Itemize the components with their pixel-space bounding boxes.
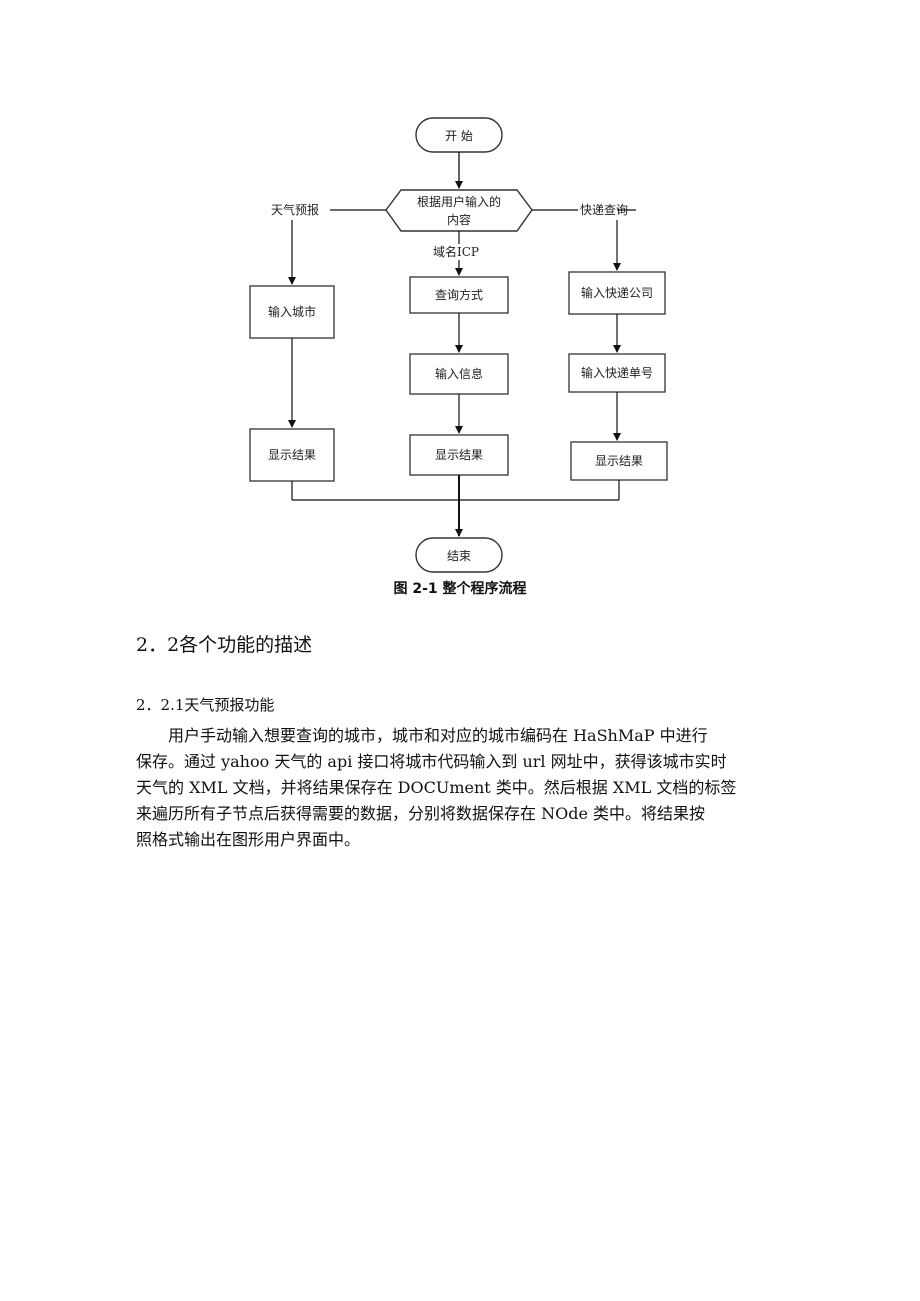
weather-result-label: 显示结果 xyxy=(268,448,316,462)
input-company-label: 输入快递公司 xyxy=(581,285,653,300)
input-info-label: 输入信息 xyxy=(435,366,483,381)
start-node: 开 始 xyxy=(415,117,503,153)
icp-result-label: 显示结果 xyxy=(435,448,483,462)
end-label: 结束 xyxy=(447,549,471,563)
decision-label-line2: 内容 xyxy=(447,212,471,227)
subsection-heading: 2．2.1天气预报功能 xyxy=(136,696,275,714)
branch-label-icp: 域名ICP xyxy=(433,244,479,259)
program-flowchart: 开 始 根据用户输入的 内容 天气预报 快递查询 域名ICP 输入城市 显示结果… xyxy=(249,117,668,573)
paragraph-line: 用户手动输入想要查询的城市，城市和对应的城市编码在 HaShMaP 中进行 xyxy=(168,726,708,745)
input-city-label: 输入城市 xyxy=(268,304,316,319)
query-method-label: 查询方式 xyxy=(435,287,483,302)
figure-caption: 图 2-1 整个程序流程 xyxy=(393,581,527,597)
body-paragraph: 用户手动输入想要查询的城市，城市和对应的城市编码在 HaShMaP 中进行 保存… xyxy=(136,723,786,853)
input-number-label: 输入快递单号 xyxy=(581,365,653,380)
node-weather-result: 显示结果 xyxy=(249,428,335,482)
branch-label-express: 快递查询 xyxy=(580,203,628,217)
decision-label-line1: 根据用户输入的 xyxy=(417,194,501,209)
node-query-method: 查询方式 xyxy=(409,276,509,314)
express-result-label: 显示结果 xyxy=(595,454,643,468)
paragraph-line: 照格式输出在图形用户界面中。 xyxy=(136,830,361,849)
node-icp-result: 显示结果 xyxy=(409,434,509,476)
node-input-company: 输入快递公司 xyxy=(568,271,666,315)
start-label: 开 始 xyxy=(445,129,473,143)
node-input-city: 输入城市 xyxy=(249,285,335,339)
paragraph-line: 来遍历所有子节点后获得需要的数据，分别将数据保存在 NOde 类中。将结果按 xyxy=(136,804,706,823)
end-node: 结束 xyxy=(415,537,503,573)
branch-label-weather: 天气预报 xyxy=(271,202,319,217)
paragraph-line: 天气的 XML 文档，并将结果保存在 DOCUment 类中。然后根据 XML … xyxy=(136,778,737,797)
node-express-result: 显示结果 xyxy=(570,441,668,481)
decision-node: 根据用户输入的 内容 xyxy=(385,189,533,232)
section-heading: 2．2各个功能的描述 xyxy=(136,634,313,656)
node-input-number: 输入快递单号 xyxy=(568,353,666,393)
node-input-info: 输入信息 xyxy=(409,353,509,395)
paragraph-line: 保存。通过 yahoo 天气的 api 接口将城市代码输入到 url 网址中，获… xyxy=(136,752,727,771)
